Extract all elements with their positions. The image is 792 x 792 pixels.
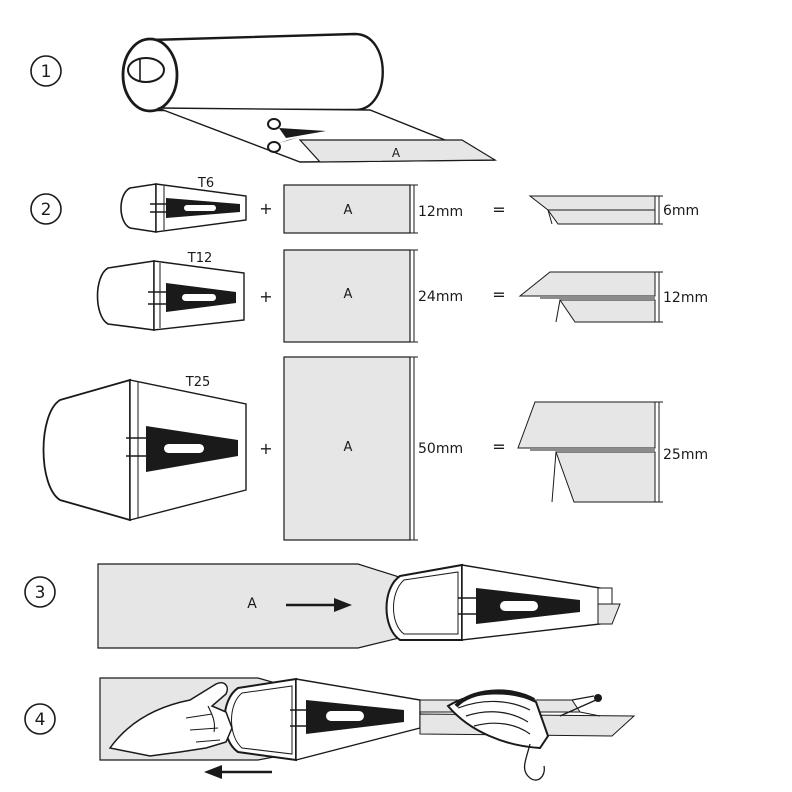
tape-maker-t25-label: T25 <box>185 375 210 390</box>
folded-tape-6mm: 6mm <box>528 195 699 225</box>
svg-text:4: 4 <box>35 710 46 730</box>
cut-width-50mm: 50mm <box>418 441 463 457</box>
cut-width-12mm: 12mm <box>418 204 463 220</box>
fabric-strip-12mm: A 12mm <box>283 184 463 234</box>
step-1: 1 A <box>30 32 498 163</box>
fabric-strip-label: A <box>392 146 401 160</box>
unrolled-fabric: A <box>157 107 498 163</box>
svg-text:A: A <box>344 203 353 218</box>
step-2: 2 T6 + A 12mm = <box>30 176 708 541</box>
scissors-icon <box>267 118 326 153</box>
fabric-strip-50mm: A 50mm <box>283 356 463 541</box>
tape-maker-t12-label: T12 <box>187 251 212 266</box>
result-width-12mm: 12mm <box>663 290 708 306</box>
fabric-feed-label: A <box>247 596 257 612</box>
pin-icon <box>559 694 602 717</box>
step-3: 3 A <box>24 563 621 649</box>
step-number-3: 3 <box>24 576 56 608</box>
feed-direction-arrow-icon <box>286 598 352 612</box>
step-number-1: 1 <box>30 55 62 87</box>
tape-maker-in-use-step4 <box>223 677 421 762</box>
tape-maker-in-use-step3 <box>385 563 621 641</box>
iron-icon <box>446 689 550 781</box>
hand-icon <box>108 682 233 757</box>
cut-width-24mm: 24mm <box>418 289 463 305</box>
svg-text:A: A <box>344 287 353 302</box>
folded-tape-25mm: 25mm <box>517 401 708 503</box>
plus-sign-t12: + <box>259 287 272 306</box>
step-number-2: 2 <box>30 193 62 225</box>
plus-sign-t6: + <box>259 199 272 218</box>
equals-sign-t25: = <box>492 437 505 456</box>
equals-sign-t6: = <box>492 200 505 219</box>
tape-maker-t6-label: T6 <box>197 176 214 191</box>
result-width-25mm: 25mm <box>663 447 708 463</box>
svg-text:2: 2 <box>41 200 52 220</box>
tape-maker-t12: T12 <box>96 251 245 331</box>
svg-text:1: 1 <box>41 62 52 82</box>
step-number-4: 4 <box>24 703 56 735</box>
pull-direction-arrow-icon <box>204 765 272 779</box>
tape-maker-t25: T25 <box>42 375 247 522</box>
plus-sign-t25: + <box>259 439 272 458</box>
step-4: 4 A <box>24 677 636 781</box>
fabric-strip-24mm: A 24mm <box>283 249 463 343</box>
tape-maker-t6: T6 <box>120 176 247 233</box>
svg-text:A: A <box>344 440 353 455</box>
svg-text:3: 3 <box>35 583 46 603</box>
folded-tape-12mm: 12mm <box>518 271 708 323</box>
fabric-roll <box>121 32 384 113</box>
equals-sign-t12: = <box>492 285 505 304</box>
result-width-6mm: 6mm <box>663 203 699 219</box>
